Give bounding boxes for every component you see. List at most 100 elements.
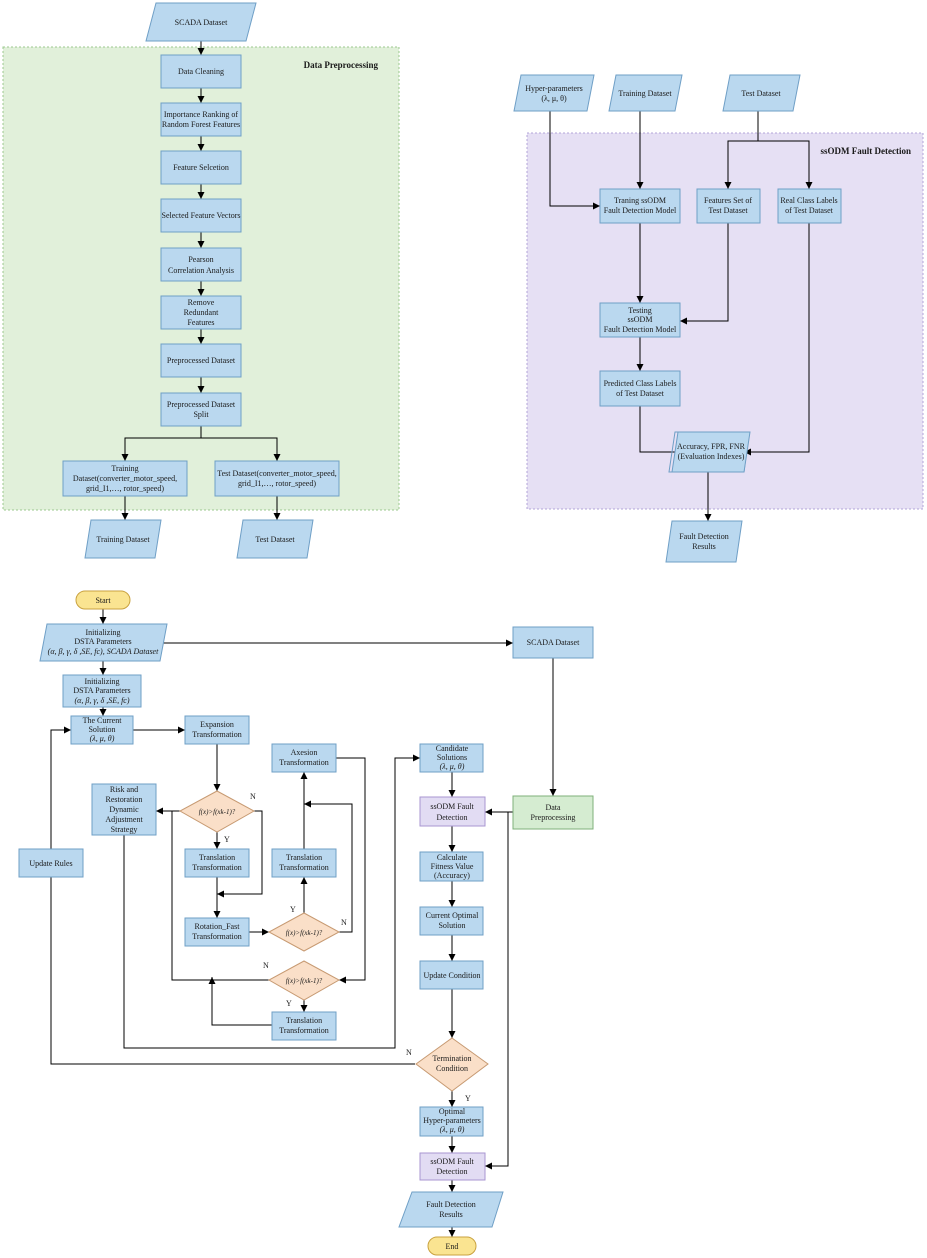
svg-text:Solution: Solution: [88, 725, 115, 734]
decision-2: f(x)>f(xk-1)?: [267, 912, 341, 952]
edge: [123, 754, 420, 1049]
svg-text:End: End: [446, 1242, 459, 1251]
svg-text:Detection: Detection: [436, 813, 467, 822]
svg-text:Preprocessed Dataset: Preprocessed Dataset: [167, 400, 236, 409]
pearson-correlation-node: Pearson Correlation Analysis: [160, 247, 242, 282]
risk-restoration-node: Risk and Restoration Dynamic Adjustment …: [91, 783, 157, 836]
svg-text:Data Cleaning: Data Cleaning: [178, 67, 224, 76]
predicted-class-labels-node: Predicted Class Labels of Test Dataset: [599, 370, 681, 407]
svg-text:Translation: Translation: [286, 853, 322, 862]
edge: [50, 726, 71, 849]
svg-text:Importance Ranking of: Importance Ranking of: [164, 110, 239, 119]
svg-text:SCADA Dataset: SCADA Dataset: [527, 638, 580, 647]
svg-text:of Test Dataset: of Test Dataset: [616, 389, 665, 398]
svg-text:Selected Feature Vectors: Selected Feature Vectors: [162, 211, 241, 220]
svg-text:ssODM Fault: ssODM Fault: [430, 802, 474, 811]
svg-text:Real Class Labels: Real Class Labels: [780, 196, 837, 205]
svg-text:Training Dataset: Training Dataset: [618, 89, 672, 98]
data-preprocessing-node: Data Preprocessing: [512, 795, 594, 830]
svg-text:(λ, μ, θ): (λ, μ, θ): [90, 734, 115, 743]
svg-text:Transformation: Transformation: [279, 758, 328, 767]
svg-text:Correlation Analysis: Correlation Analysis: [168, 266, 234, 275]
edge: [680, 223, 729, 325]
svg-text:Update Rules: Update Rules: [29, 859, 72, 868]
fault-detection-results-output: Fault Detection Results: [665, 520, 743, 563]
scada-dataset-node: SCADA Dataset: [512, 626, 594, 659]
svg-text:Preprocessed Dataset: Preprocessed Dataset: [167, 356, 236, 365]
svg-text:Test Dataset: Test Dataset: [741, 89, 781, 98]
svg-text:Redundant: Redundant: [184, 308, 219, 317]
current-optimal-node: Current Optimal Solution: [419, 906, 484, 936]
svg-text:Initializing: Initializing: [85, 628, 120, 637]
svg-text:Results: Results: [692, 542, 716, 551]
edge: [47, 849, 415, 1065]
svg-text:Dynamic: Dynamic: [109, 805, 139, 814]
svg-text:Dataset(converter_motor_speed,: Dataset(converter_motor_speed,: [73, 474, 177, 483]
initializing-params-input: Initializing DSTA Parameters (α, β, γ, δ…: [39, 623, 168, 662]
svg-text:Accuracy, FPR, FNR: Accuracy, FPR, FNR: [677, 442, 746, 451]
data-cleaning-node: Data Cleaning: [160, 54, 242, 89]
hyper-parameters-input: Hyper-parameters (λ, μ, θ): [513, 74, 595, 112]
svg-text:Remove: Remove: [188, 298, 215, 307]
svg-text:Transformation: Transformation: [192, 863, 241, 872]
svg-text:(λ, μ, θ): (λ, μ, θ): [440, 762, 465, 771]
edge: [758, 140, 813, 189]
edge: [744, 223, 810, 456]
calculate-fitness-node: Calculate Fitness Value (Accuracy): [419, 851, 484, 882]
feature-selection-node: Feature Selcetion: [160, 150, 242, 185]
real-class-labels-node: Real Class Labels of Test Dataset: [777, 188, 842, 224]
edge: [336, 757, 366, 984]
decision-3: f(x)>f(xk-1)?: [267, 960, 341, 1001]
svg-text:(Evaluation Indexes): (Evaluation Indexes): [678, 452, 745, 461]
svg-text:Transformation: Transformation: [279, 1026, 328, 1035]
ssodm-fault-detection-1: ssODM Fault Detection: [419, 796, 486, 827]
test-split-node: Test Dataset(converter_motor_speed, grid…: [214, 460, 340, 497]
svg-text:Fault Detection Model: Fault Detection Model: [604, 325, 677, 334]
svg-text:Candidate: Candidate: [436, 744, 469, 753]
candidate-solutions-node: Candidate Solutions (λ, μ, θ): [419, 743, 484, 773]
svg-text:Transformation: Transformation: [279, 863, 328, 872]
edge: [171, 810, 269, 981]
svg-text:Results: Results: [439, 1210, 463, 1219]
edges: [47, 41, 813, 1237]
svg-text:Rotation_Fast: Rotation_Fast: [195, 922, 241, 931]
axesion-node: Axesion Transformation: [271, 743, 337, 773]
no-label: N: [341, 918, 347, 927]
translation-2-node: Translation Transformation: [271, 848, 337, 878]
edge: [549, 111, 600, 210]
svg-text:Adjustment: Adjustment: [105, 815, 143, 824]
edge: [304, 800, 353, 933]
svg-text:DSTA Parameters: DSTA Parameters: [73, 686, 130, 695]
svg-text:(α, β, γ, δ ,SE, fc), SCADA Da: (α, β, γ, δ ,SE, fc), SCADA Dataset: [48, 647, 159, 656]
svg-text:Training Dataset: Training Dataset: [96, 535, 150, 544]
current-solution-node: The Current Solution (λ, μ, θ): [70, 715, 134, 745]
svg-text:Start: Start: [95, 596, 111, 605]
test-dataset-input: Test Dataset: [722, 74, 801, 112]
svg-text:Features Set of: Features Set of: [704, 196, 752, 205]
svg-text:Translation: Translation: [286, 1016, 322, 1025]
svg-text:Testing: Testing: [628, 306, 651, 315]
no-label: N: [263, 961, 269, 970]
svg-text:Solution: Solution: [438, 921, 465, 930]
edge: [485, 812, 509, 1170]
svg-text:Test Dataset(converter_motor_s: Test Dataset(converter_motor_speed,: [217, 469, 336, 478]
svg-text:Data: Data: [545, 803, 561, 812]
svg-text:Restoration: Restoration: [106, 795, 143, 804]
svg-text:Split: Split: [193, 410, 209, 419]
svg-text:(λ, μ, θ): (λ, μ, θ): [541, 94, 567, 103]
dataset-split-node: Preprocessed Dataset Split: [160, 392, 242, 427]
svg-text:Condition: Condition: [436, 1064, 468, 1073]
selected-feature-vectors-node: Selected Feature Vectors: [160, 198, 242, 233]
training-split-node: Training Dataset(converter_motor_speed, …: [62, 460, 188, 497]
no-label: N: [406, 1048, 412, 1057]
translation-1-node: Translation Transformation: [184, 848, 250, 878]
translation-3-node: Translation Transformation: [271, 1011, 337, 1041]
start-terminal: Start: [75, 590, 131, 610]
yes-label: Y: [286, 999, 292, 1008]
svg-text:Update Condition: Update Condition: [423, 971, 480, 980]
update-rules-node: Update Rules: [18, 848, 84, 878]
svg-text:Hyper-parameters: Hyper-parameters: [423, 1116, 481, 1125]
svg-text:DSTA Parameters: DSTA Parameters: [74, 637, 131, 646]
end-terminal: End: [427, 1236, 477, 1256]
